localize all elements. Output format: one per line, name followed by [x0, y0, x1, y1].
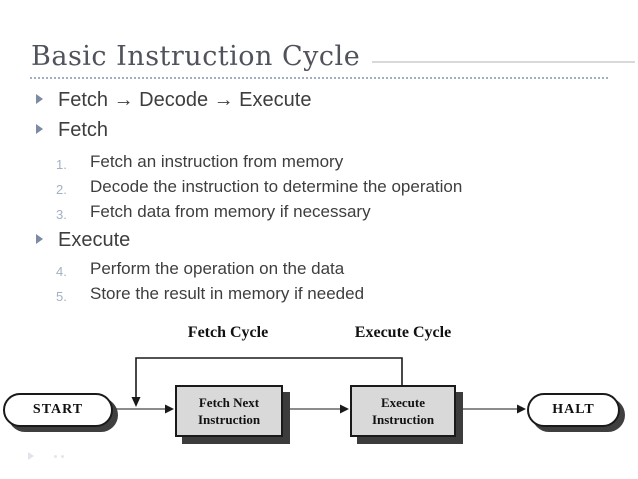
footer-artifact [28, 451, 78, 461]
halt-node: HALT [527, 393, 620, 427]
arrowhead-right-icon [340, 404, 349, 414]
item-number: 4. [56, 264, 67, 279]
item-number: 5. [56, 289, 67, 304]
box-label-line: Instruction [197, 412, 261, 427]
bullet-icon [36, 94, 43, 104]
item-number: 1. [56, 157, 67, 172]
numbered-item: 2. Decode the instruction to determine t… [0, 175, 620, 198]
bullet-item: Fetch → Decode → Execute [0, 87, 620, 113]
item-text: Fetch data from memory if necessary [90, 202, 371, 221]
title-divider [30, 77, 608, 79]
arrowhead-right-icon [517, 404, 526, 414]
fetch-next-instruction-box: Fetch Next Instruction [175, 385, 283, 437]
execute-cycle-label: Execute Cycle [354, 324, 452, 341]
item-number: 3. [56, 207, 67, 222]
box-label-line: Execute [380, 395, 426, 410]
numbered-item: 1. Fetch an instruction from memory [0, 150, 620, 173]
item-text: Perform the operation on the data [90, 259, 345, 278]
item-number: 2. [56, 182, 67, 197]
item-text: Decode the instruction to determine the … [90, 177, 463, 196]
flow-lines [112, 357, 526, 414]
arrowhead-down-icon [131, 397, 141, 407]
numbered-item: 3. Fetch data from memory if necessary [0, 200, 620, 223]
faint-bullet-icon [28, 452, 34, 460]
bullet-icon [36, 124, 43, 134]
box-label-line: Instruction [371, 412, 435, 427]
start-node: START [3, 393, 113, 427]
bullet-item: Execute [0, 227, 620, 253]
arrowhead-right-icon [165, 404, 174, 414]
page-title: Basic Instruction Cycle [31, 41, 361, 72]
numbered-item: 5. Store the result in memory if needed [0, 282, 620, 305]
item-text: Fetch an instruction from memory [90, 152, 344, 171]
title-rule [372, 61, 635, 63]
execute-instruction-box: Execute Instruction [350, 385, 456, 437]
instruction-cycle-diagram: Fetch Cycle Execute Cycle START Fetch Ne… [0, 310, 638, 460]
bullet-text: Execute [58, 229, 131, 251]
box-label-line: Fetch Next [198, 395, 260, 410]
fetch-cycle-label: Fetch Cycle [187, 324, 269, 341]
bullet-text: Fetch [58, 119, 109, 141]
bullet-text: Fetch → Decode → Execute [58, 89, 312, 111]
bullet-icon [36, 234, 43, 244]
bullet-item: Fetch [0, 117, 620, 143]
numbered-item: 4. Perform the operation on the data [0, 257, 620, 280]
item-text: Store the result in memory if needed [90, 284, 365, 303]
